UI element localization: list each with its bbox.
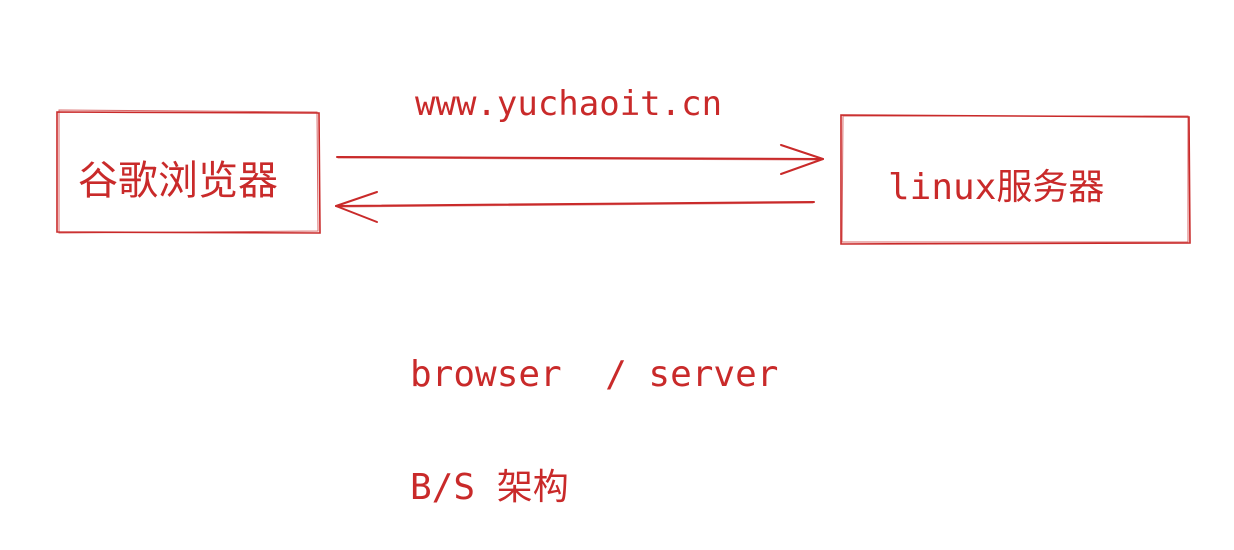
request-url-label: www.yuchaoit.cn bbox=[415, 84, 723, 124]
request-arrow bbox=[336, 144, 824, 175]
server-box bbox=[840, 114, 1191, 245]
server-node-label: linux服务器 bbox=[888, 167, 1105, 208]
architecture-full-caption: browser / server bbox=[410, 354, 779, 395]
browser-node-label: 谷歌浏览器 bbox=[78, 158, 278, 204]
architecture-short-caption: B/S 架构 bbox=[410, 467, 569, 508]
response-arrow bbox=[335, 191, 815, 223]
browser-box bbox=[56, 109, 321, 234]
